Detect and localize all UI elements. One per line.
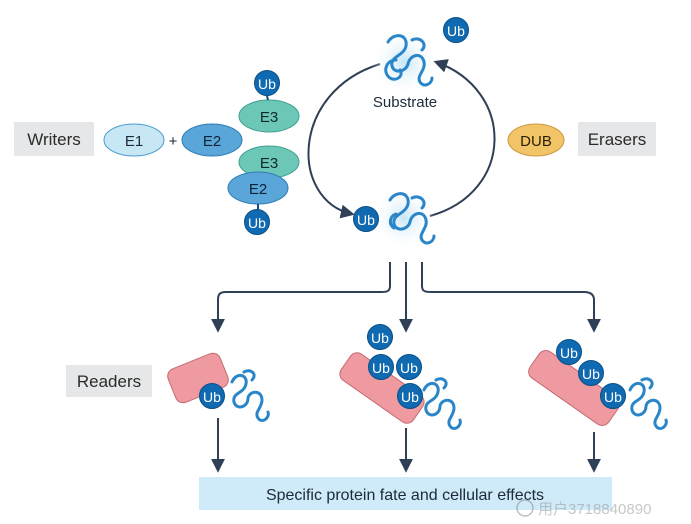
svg-text:Specific protein fate and cell: Specific protein fate and cellular effec… <box>266 487 544 504</box>
svg-text:Ub: Ub <box>203 389 221 405</box>
svg-text:Ub: Ub <box>560 345 578 361</box>
ub-on-e2-bottom: Ub <box>244 209 270 235</box>
svg-text:Readers: Readers <box>77 372 141 391</box>
cycle-arrow-right <box>429 59 496 217</box>
svg-text:Ub: Ub <box>258 76 276 92</box>
svg-text:E2: E2 <box>203 133 221 150</box>
dub-enzyme: DUB <box>507 123 565 157</box>
svg-text:Ub: Ub <box>400 360 418 376</box>
svg-text:用户3718840890: 用户3718840890 <box>538 501 651 518</box>
e1-enzyme: E1 <box>103 123 165 157</box>
svg-text:Ub: Ub <box>447 23 465 39</box>
svg-text:Ub: Ub <box>582 366 600 382</box>
svg-text:Writers: Writers <box>27 130 81 149</box>
svg-text:E2: E2 <box>249 181 267 198</box>
watermark: 用户3718840890 <box>516 499 651 518</box>
free-ub: Ub <box>443 17 469 43</box>
readers-label: Readers <box>66 365 152 397</box>
svg-text:E3: E3 <box>260 109 278 126</box>
e2-enzyme: E2 <box>181 123 243 157</box>
ub-on-e3-top: Ub <box>254 70 280 96</box>
svg-text:Ub: Ub <box>248 215 266 231</box>
svg-text:Erasers: Erasers <box>588 130 647 149</box>
svg-text:Ub: Ub <box>401 389 419 405</box>
svg-text:Ub: Ub <box>371 330 389 346</box>
svg-text:Substrate: Substrate <box>373 94 437 111</box>
ubiquitinated-substrate: Ub <box>353 186 436 250</box>
arrow-to-reader-left <box>211 262 391 333</box>
plus-sign: + <box>169 133 178 150</box>
e3-bottom-enzyme: E3 <box>238 145 300 179</box>
svg-text:E1: E1 <box>125 133 143 150</box>
svg-text:Ub: Ub <box>357 212 375 228</box>
arrow-to-reader-right <box>421 262 601 333</box>
writers-label: Writers <box>14 122 94 156</box>
e2-bottom-enzyme: E2 <box>227 171 289 205</box>
e3-top-enzyme: E3 <box>238 99 300 133</box>
svg-text:Ub: Ub <box>372 360 390 376</box>
result-box: Specific protein fate and cellular effec… <box>199 477 612 510</box>
reader-chain-polyubiquitin: Ub Ub Ub <box>528 339 668 430</box>
erasers-label: Erasers <box>578 122 656 156</box>
substrate-protein: Substrate <box>370 28 438 111</box>
reader-monoubiquitin: Ub <box>167 352 270 422</box>
svg-text:E3: E3 <box>260 155 278 172</box>
svg-text:DUB: DUB <box>520 133 552 150</box>
svg-text:Ub: Ub <box>604 389 622 405</box>
cycle-arrow-left <box>307 63 381 219</box>
reader-branched-polyubiquitin: Ub Ub Ub Ub <box>339 324 462 430</box>
